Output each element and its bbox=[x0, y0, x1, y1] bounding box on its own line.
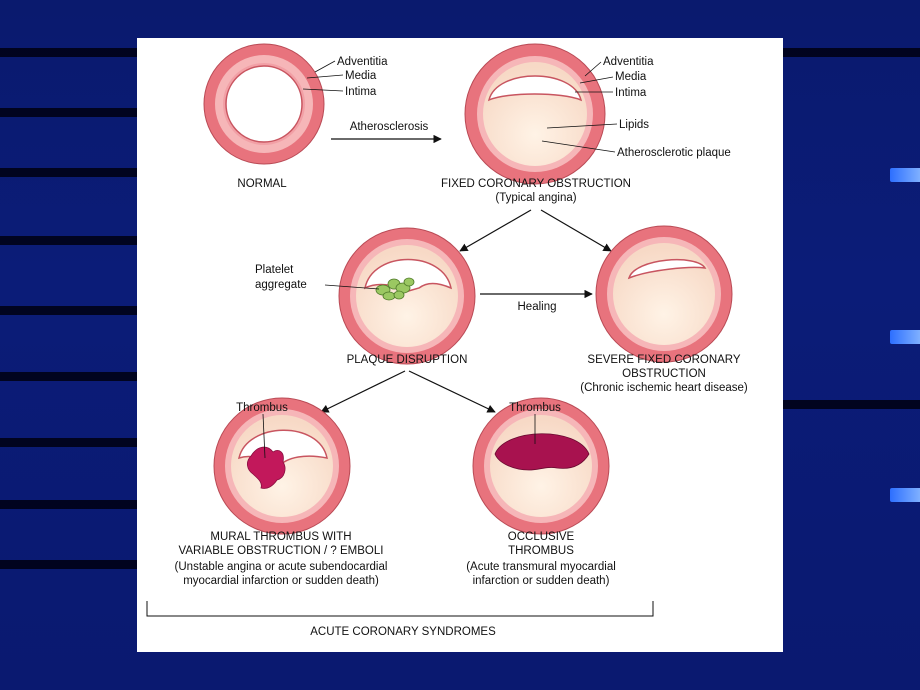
caption-severe-line2: OBSTRUCTION bbox=[622, 368, 706, 380]
background-stripe bbox=[0, 108, 140, 117]
accent-bar bbox=[890, 330, 920, 344]
label-platelet-line2: aggregate bbox=[255, 279, 307, 291]
label-platelet-line1: Platelet bbox=[255, 264, 294, 276]
label-lipids: Lipids bbox=[619, 119, 649, 131]
mural-thrombus-labels: Thrombus bbox=[236, 402, 288, 459]
arrow-to-mural bbox=[320, 370, 406, 413]
severe-fixed-artery bbox=[595, 225, 733, 363]
mural-thrombus-artery bbox=[213, 397, 351, 535]
label-intima-2: Intima bbox=[615, 87, 647, 99]
caption-mural-line4: myocardial infarction or sudden death) bbox=[183, 575, 379, 587]
caption-disruption: PLAQUE DISRUPTION bbox=[347, 354, 468, 366]
background-stripe bbox=[0, 372, 140, 381]
background-stripe bbox=[783, 400, 920, 409]
arrow-to-occlusive bbox=[408, 370, 496, 413]
background-stripe bbox=[0, 48, 140, 57]
label-thrombus-1: Thrombus bbox=[236, 402, 288, 414]
acute-syndromes-bracket bbox=[146, 601, 654, 617]
arrow-to-severe bbox=[540, 209, 612, 252]
caption-occlusive-line3: (Acute transmural myocardial bbox=[466, 561, 616, 573]
caption-occlusive-line2: THROMBUS bbox=[508, 545, 574, 557]
label-media-2: Media bbox=[615, 71, 647, 83]
occlusive-thrombus-labels: Thrombus bbox=[509, 402, 561, 444]
platelet-aggregate bbox=[375, 277, 415, 301]
background-stripe bbox=[783, 48, 920, 57]
caption-severe-line3: (Chronic ischemic heart disease) bbox=[580, 382, 748, 394]
caption-occlusive-line4: infarction or sudden death) bbox=[473, 575, 610, 587]
label-intima: Intima bbox=[345, 86, 377, 98]
background-stripe bbox=[0, 168, 140, 177]
caption-fixed-line2: (Typical angina) bbox=[495, 192, 576, 204]
label-media: Media bbox=[345, 70, 377, 82]
accent-bar bbox=[890, 168, 920, 182]
caption-severe-line1: SEVERE FIXED CORONARY bbox=[587, 354, 740, 366]
arrow-to-disruption bbox=[459, 209, 532, 252]
label-plaque: Atherosclerotic plaque bbox=[617, 147, 731, 159]
caption-fixed-line1: FIXED CORONARY OBSTRUCTION bbox=[441, 178, 631, 190]
diagram-canvas: Adventitia Media Intima NORMAL Atheroscl… bbox=[146, 43, 748, 638]
occlusive-thrombus-artery bbox=[472, 397, 610, 535]
caption-mural-line3: (Unstable angina or acute subendocardial bbox=[175, 561, 388, 573]
background-stripe bbox=[0, 438, 140, 447]
normal-artery bbox=[203, 43, 325, 165]
occlusive-thrombus-shape bbox=[494, 433, 590, 471]
arrow-atherosclerosis-label: Atherosclerosis bbox=[350, 121, 429, 133]
label-thrombus-2: Thrombus bbox=[509, 402, 561, 414]
mural-thrombus-shape bbox=[247, 446, 286, 489]
fixed-obstruction-artery bbox=[464, 43, 606, 185]
label-adventitia: Adventitia bbox=[337, 56, 388, 68]
arrow-healing-label: Healing bbox=[518, 301, 557, 313]
background-stripe bbox=[0, 306, 140, 315]
plaque-disruption-artery bbox=[338, 227, 476, 365]
caption-mural-line1: MURAL THROMBUS WITH bbox=[210, 531, 351, 543]
caption-acute: ACUTE CORONARY SYNDROMES bbox=[310, 626, 496, 638]
caption-normal: NORMAL bbox=[237, 178, 287, 190]
background-stripe bbox=[0, 560, 140, 569]
caption-occlusive-line1: OCCLUSIVE bbox=[508, 531, 575, 543]
normal-labels: Adventitia Media Intima bbox=[302, 56, 388, 98]
plaque-disruption-labels: Platelet aggregate bbox=[255, 264, 380, 291]
label-adventitia-2: Adventitia bbox=[603, 56, 654, 68]
fixed-obstruction-labels: Adventitia Media Intima Lipids Atheroscl… bbox=[541, 56, 731, 159]
diagram-panel: Adventitia Media Intima NORMAL Atheroscl… bbox=[137, 38, 783, 652]
accent-bar bbox=[890, 488, 920, 502]
caption-mural-line2: VARIABLE OBSTRUCTION / ? EMBOLI bbox=[179, 545, 384, 557]
background-stripe bbox=[0, 500, 140, 509]
background-stripe bbox=[0, 236, 140, 245]
